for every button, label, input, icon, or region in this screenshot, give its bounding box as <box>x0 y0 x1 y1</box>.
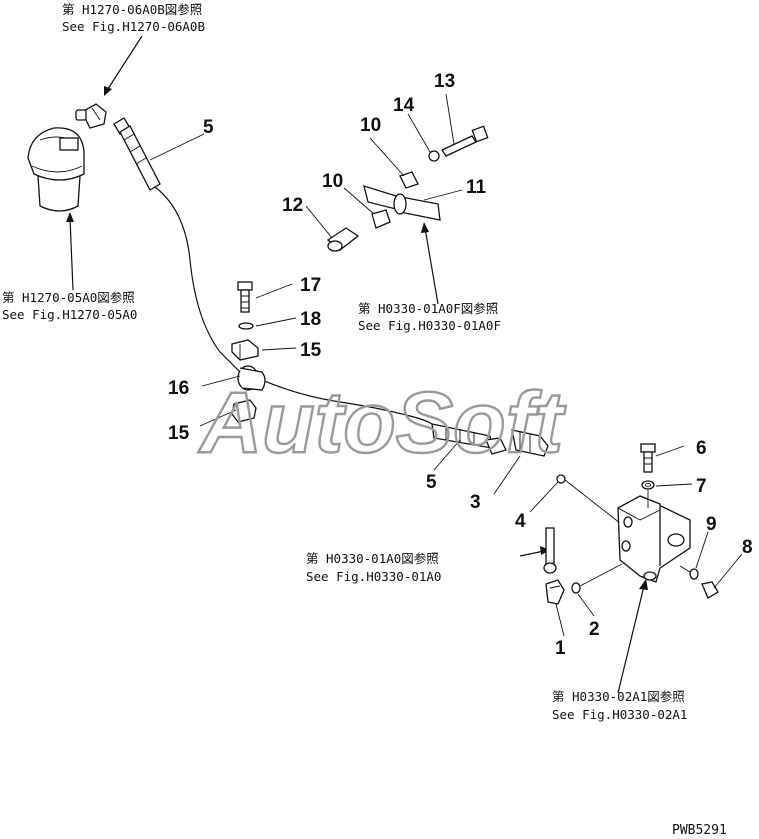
ref-h1270-05a0-jp: 第 H1270-05A0図参照 <box>2 290 135 305</box>
ref-h0330-01a0f-jp: 第 H0330-01A0F図参照 <box>358 301 498 316</box>
callout-4: 4 <box>515 511 526 532</box>
callout-8: 8 <box>742 537 753 558</box>
hose-5-upper <box>113 117 433 425</box>
callout-5-upper: 5 <box>203 117 214 138</box>
ref-h0330-02a1-jp: 第 H0330-02A1図参照 <box>552 689 685 704</box>
callout-7: 7 <box>696 476 707 497</box>
callout-2: 2 <box>589 619 600 640</box>
callout-9: 9 <box>706 514 717 535</box>
sensor-icon <box>75 103 107 129</box>
washer-7-icon <box>641 480 655 490</box>
clip-10-upper-icon <box>399 171 419 189</box>
ref-h0330-01a0-jp: 第 H0330-01A0図参照 <box>306 551 439 566</box>
bolt-17-icon <box>237 281 253 313</box>
bolt-6-icon <box>640 443 656 473</box>
callout-13: 13 <box>434 71 455 92</box>
callout-15-lower: 15 <box>168 423 190 444</box>
bracket-15-lower-icon <box>231 399 257 423</box>
callout-6: 6 <box>696 438 707 459</box>
filter-assembly-icon <box>27 127 85 212</box>
fitting-3-icon <box>511 429 549 457</box>
o-ring-2-icon <box>571 582 581 594</box>
nut-14-icon <box>428 150 440 162</box>
callout-17: 17 <box>300 275 321 296</box>
ref-h1270-05a0-en: See Fig.H1270-05A0 <box>2 307 137 322</box>
guide-line-2 <box>579 563 623 587</box>
callout-3: 3 <box>470 492 481 513</box>
ref-h1270-06a0b-en: See Fig.H1270-06A0B <box>62 19 205 34</box>
callout-10-lower: 10 <box>322 171 343 192</box>
callout-16: 16 <box>168 378 189 399</box>
bolt-13-icon <box>441 125 489 157</box>
ref-h0330-01a0f-en: See Fig.H0330-01A0F <box>358 318 501 333</box>
clip-10-lower-icon <box>371 209 391 229</box>
o-ring-4-icon <box>556 474 566 484</box>
ref-h0330-01a0-en: See Fig.H0330-01A0 <box>306 569 441 584</box>
callout-10-upper: 10 <box>360 115 381 136</box>
bracket-15-upper-icon <box>231 339 259 361</box>
callout-15-upper: 15 <box>300 340 322 361</box>
callout-18: 18 <box>300 309 321 330</box>
callout-11: 11 <box>466 177 487 198</box>
reference-arrows <box>66 35 648 694</box>
ref-h0330-02a1-en: See Fig.H0330-02A1 <box>552 707 687 722</box>
pipe-h0330-icon <box>543 527 557 574</box>
callout-1: 1 <box>555 638 566 659</box>
pipe-12-icon <box>326 227 360 252</box>
hose-11-icon <box>363 185 441 221</box>
drawing-code: PWB5291 <box>672 823 727 838</box>
ref-h1270-06a0b-jp: 第 H1270-06A0B図参照 <box>62 2 202 17</box>
guide-line-9 <box>679 565 691 573</box>
valve-block-icon <box>617 495 691 583</box>
clamp-16-icon <box>237 365 266 391</box>
callout-12: 12 <box>282 195 303 216</box>
watermark: AutoSoft <box>198 375 566 471</box>
callout-14: 14 <box>393 95 415 116</box>
elbow-1-icon <box>545 579 565 605</box>
plug-8-icon <box>701 581 719 599</box>
callout-5-lower: 5 <box>426 472 437 493</box>
washer-18-icon <box>238 322 254 330</box>
leader-lines <box>149 93 743 637</box>
o-ring-9-icon <box>689 568 699 580</box>
